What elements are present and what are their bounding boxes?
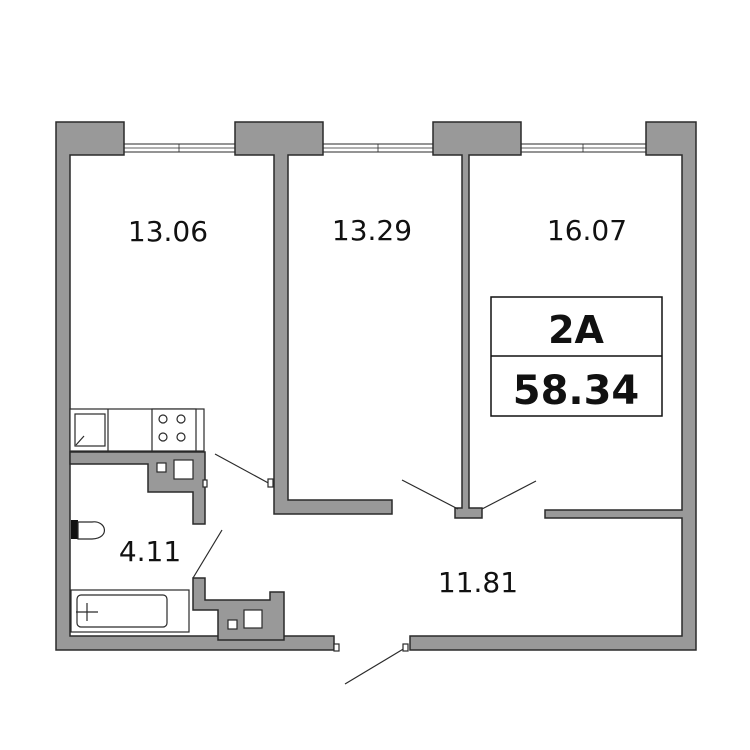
room-area-label: 4.11	[119, 535, 181, 568]
window-room-3	[520, 143, 647, 153]
door-room-3	[481, 480, 537, 510]
doors	[192, 453, 537, 685]
burner-icon	[176, 432, 186, 442]
room-labels: 13.06 13.29 16.07 4.11 11.81	[119, 214, 627, 599]
room-area-label: 16.07	[547, 214, 627, 247]
bathtub-icon	[70, 589, 190, 633]
vent-shaft-small	[156, 462, 167, 473]
entrance-door	[344, 647, 406, 685]
door-room-1	[214, 453, 273, 486]
window-room-2	[322, 143, 434, 153]
sink	[74, 413, 106, 447]
kitchen-fixtures	[69, 408, 205, 452]
left-exterior-wall	[55, 121, 335, 651]
shaft-wall	[192, 577, 285, 641]
burner-icon	[176, 414, 186, 424]
partition-wall-1	[234, 121, 393, 515]
stove	[151, 408, 197, 452]
apartment-badge: 2A 58.34	[490, 296, 663, 417]
wet-zone-wall	[69, 451, 206, 525]
vent-shaft-small	[227, 619, 238, 630]
apartment-type: 2A	[548, 308, 604, 352]
windows	[123, 143, 647, 153]
burner-icon	[158, 414, 168, 424]
partition-wall-2	[432, 121, 522, 519]
right-exterior-wall	[409, 121, 697, 651]
vent-shaft	[243, 609, 263, 629]
shaft-hatch	[202, 479, 208, 488]
window-room-1	[123, 143, 236, 153]
door-room-2	[401, 479, 459, 510]
vent-shaft	[173, 459, 194, 480]
room-area-label: 13.29	[332, 214, 412, 247]
toilet-icon	[71, 520, 105, 540]
faucet	[75, 435, 85, 446]
room-area-label: 13.06	[128, 215, 208, 248]
door-bathroom	[192, 529, 223, 579]
walls	[55, 121, 697, 651]
bathroom-fixtures	[70, 520, 190, 633]
room-area-label: 11.81	[438, 566, 518, 599]
shafts	[156, 459, 263, 630]
apartment-total-area: 58.34	[513, 368, 640, 414]
burner-icon	[158, 432, 168, 442]
